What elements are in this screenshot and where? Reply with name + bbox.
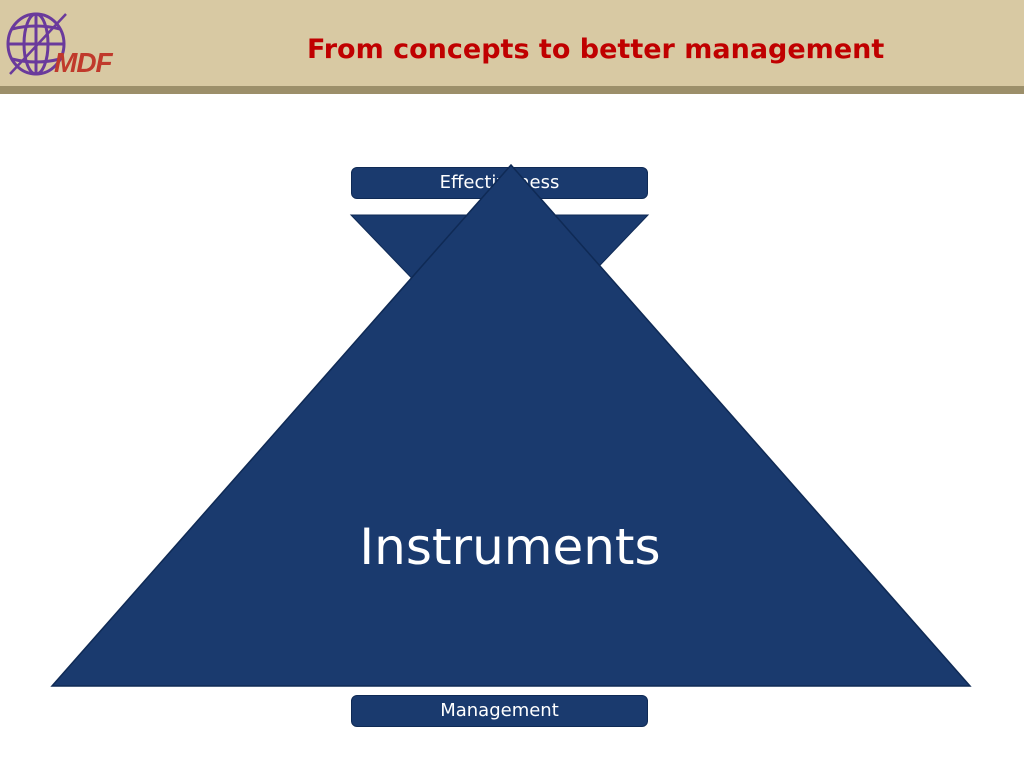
logo-text: MDF <box>54 47 113 78</box>
instruments-triangle <box>50 163 972 687</box>
globe-icon <box>6 12 67 76</box>
logo: MDF <box>4 4 144 86</box>
header-band <box>0 0 1024 86</box>
slide-title: From concepts to better management <box>307 34 885 65</box>
header-divider <box>0 86 1024 94</box>
management-box: Management <box>351 695 648 727</box>
instruments-label: Instruments <box>359 518 661 576</box>
management-label: Management <box>440 700 559 721</box>
